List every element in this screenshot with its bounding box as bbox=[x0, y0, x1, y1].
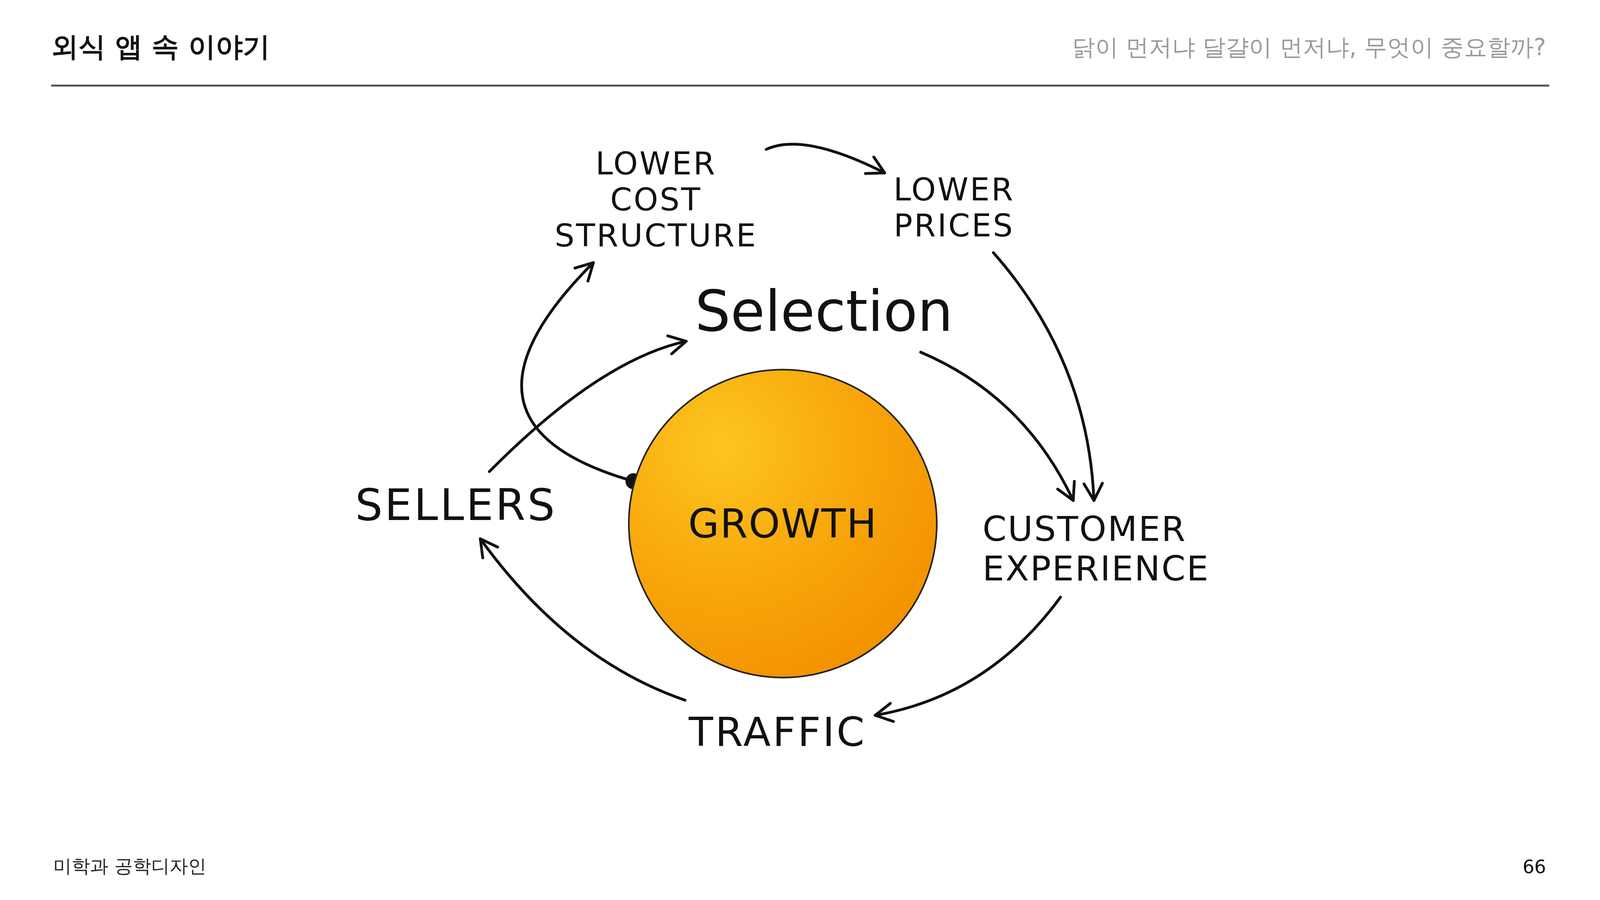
step-label: Selection bbox=[694, 279, 953, 344]
arrow-head bbox=[865, 157, 885, 174]
cycle-step-text: SELLERS bbox=[355, 480, 557, 530]
cycle-arrow bbox=[993, 252, 1103, 501]
cycle-arrow bbox=[521, 262, 642, 490]
arrow-head bbox=[667, 336, 686, 354]
step-label: LOWER COST STRUCTURE bbox=[554, 146, 758, 254]
cycle-step-text: LOWER COST STRUCTURE bbox=[554, 146, 758, 254]
step-label: LOWER PRICES bbox=[893, 172, 1015, 244]
arrow-head bbox=[1084, 483, 1103, 501]
step-label: TRAFFIC bbox=[688, 709, 867, 756]
arrow-curve bbox=[521, 262, 634, 482]
circle-outline bbox=[628, 369, 937, 678]
page-subtitle: 닭이 먼저냐 달걀이 먼저냐, 무엇이 중요할까? bbox=[1072, 32, 1546, 64]
growth-circle: GROWTH bbox=[627, 368, 938, 679]
arrow-curve bbox=[766, 144, 885, 173]
page-number: 66 bbox=[1522, 856, 1546, 878]
cycle-arrow bbox=[766, 144, 885, 174]
arrow-head bbox=[875, 703, 894, 722]
footer-text: 미학과 공학디자인 bbox=[53, 854, 207, 879]
arrow-curve bbox=[920, 352, 1074, 501]
circle-label: GROWTH bbox=[688, 500, 878, 547]
cycle-step-text: CUSTOMER EXPERIENCE bbox=[982, 509, 1210, 589]
arrow-curve bbox=[993, 252, 1094, 501]
step-label: CUSTOMER EXPERIENCE bbox=[982, 509, 1210, 589]
cycle-step-text: TRAFFIC bbox=[688, 709, 867, 756]
cycle-step-text: LOWER PRICES bbox=[893, 172, 1015, 244]
header-rule bbox=[51, 84, 1550, 87]
cycle-step-text: Selection bbox=[694, 279, 953, 344]
arrow-head bbox=[1057, 481, 1075, 501]
arrow-head bbox=[480, 538, 498, 558]
arrow-head bbox=[574, 262, 594, 282]
cycle-arrow bbox=[920, 352, 1075, 501]
page-title: 외식 앱 속 이야기 bbox=[51, 28, 270, 66]
step-label: SELLERS bbox=[355, 480, 557, 530]
